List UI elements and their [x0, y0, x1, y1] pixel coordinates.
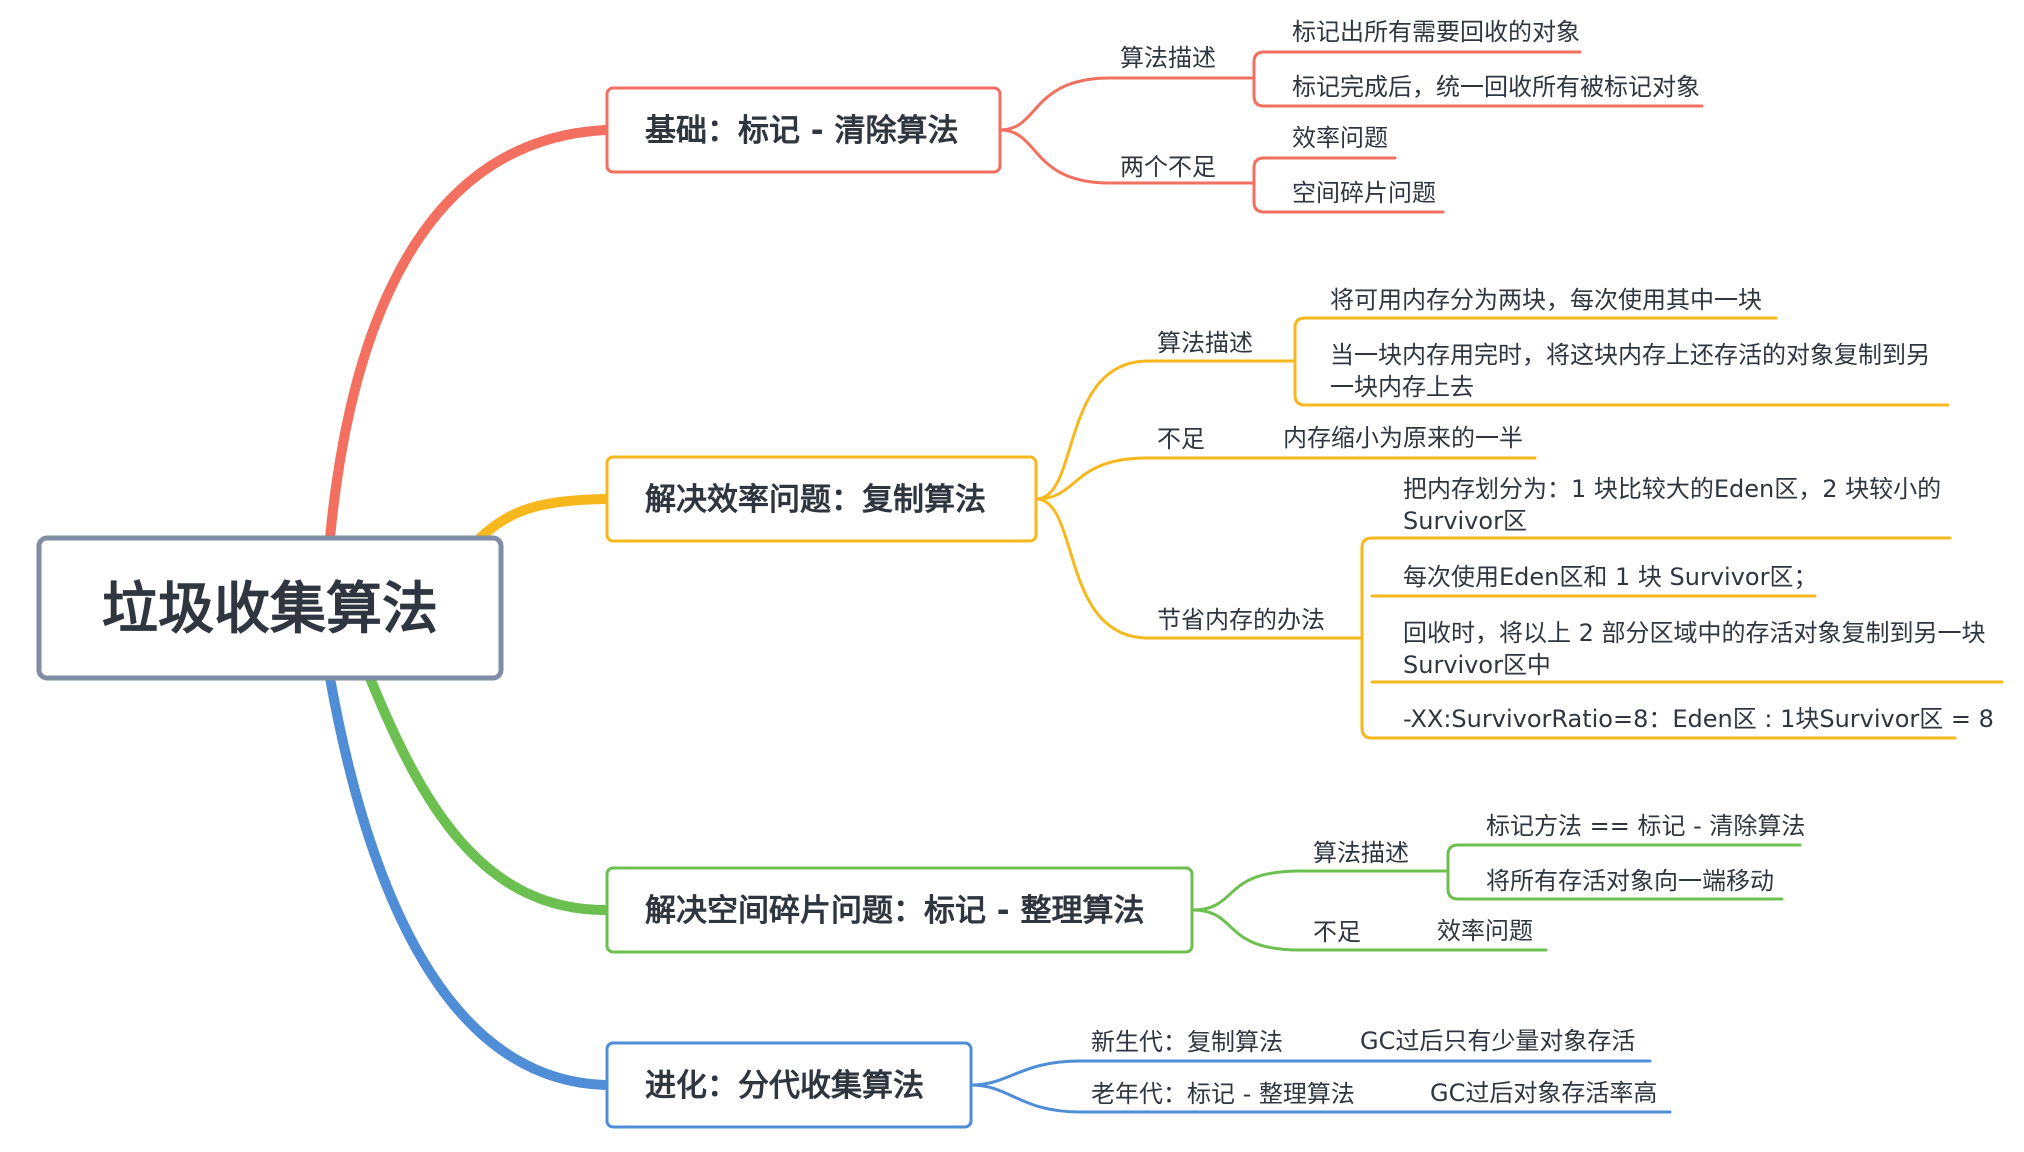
topic-node-mark-sweep[interactable]: 基础：标记 - 清除算法: [605, 86, 1002, 174]
leaf-node[interactable]: 空间碎片问题: [1292, 179, 1436, 207]
sub-link: [1190, 908, 1548, 952]
svg-text:GC过后对象存活率高: GC过后对象存活率高: [1430, 1079, 1657, 1107]
subtopic-old-generation[interactable]: 老年代：标记 - 整理算法: [1091, 1080, 1355, 1108]
svg-text:效率问题: 效率问题: [1437, 917, 1533, 945]
subtopic-deficiency[interactable]: 不足: [1313, 918, 1361, 946]
svg-text:每次使用Eden区和 1 块 Survivor区；: 每次使用Eden区和 1 块 Survivor区；: [1403, 563, 1817, 591]
leaf-node[interactable]: GC过后对象存活率高: [1430, 1079, 1657, 1107]
root-label: 垃圾收集算法: [102, 577, 438, 642]
svg-text:GC过后只有少量对象存活: GC过后只有少量对象存活: [1360, 1027, 1635, 1055]
svg-text:算法描述: 算法描述: [1313, 839, 1409, 867]
leaf-node[interactable]: 效率问题: [1292, 124, 1388, 152]
subtopic-memory-saving[interactable]: 节省内存的办法: [1157, 606, 1325, 634]
leaf-node[interactable]: 当一块内存用完时，将这块内存上还存活的对象复制到另一块内存上去: [1330, 341, 1930, 401]
svg-text:效率问题: 效率问题: [1292, 124, 1388, 152]
root-link-green: [365, 673, 610, 915]
subtopic-algorithm-description[interactable]: 算法描述: [1157, 329, 1253, 357]
sub-link: [969, 1059, 1652, 1087]
svg-text:算法描述: 算法描述: [1120, 44, 1216, 72]
svg-text:不足: 不足: [1313, 918, 1361, 946]
sub-link: [1034, 497, 1364, 640]
sub-link: [1190, 869, 1450, 912]
sub-link: [1034, 456, 1537, 501]
leaf-node[interactable]: 内存缩小为原来的一半: [1283, 424, 1523, 452]
svg-text:空间碎片问题: 空间碎片问题: [1292, 179, 1436, 207]
svg-text:标记出所有需要回收的对象: 标记出所有需要回收的对象: [1292, 18, 1580, 46]
sub-link: [1034, 359, 1297, 501]
topic-node-mark-compact[interactable]: 解决空间碎片问题：标记 - 整理算法: [605, 866, 1194, 954]
svg-text:-XX:SurvivorRatio=8：Eden区 : 1块: -XX:SurvivorRatio=8：Eden区 : 1块Survivor区 …: [1403, 705, 1994, 733]
svg-text:内存缩小为原来的一半: 内存缩小为原来的一半: [1283, 424, 1523, 452]
svg-text:两个不足: 两个不足: [1120, 153, 1216, 181]
bracket-connector: [1252, 50, 1266, 108]
topic-node-copying[interactable]: 解决效率问题：复制算法: [605, 455, 1038, 543]
topic-node-generational[interactable]: 进化：分代收集算法: [605, 1041, 973, 1129]
bracket-connector: [1446, 843, 1460, 901]
svg-text:将所有存活对象向一端移动: 将所有存活对象向一端移动: [1486, 867, 1774, 895]
leaf-node[interactable]: 标记完成后，统一回收所有被标记对象: [1292, 73, 1700, 101]
root-link-yellow: [475, 494, 610, 543]
sub-link: [998, 128, 1230, 185]
bracket-connector: [1293, 316, 1307, 407]
leaf-node[interactable]: 将可用内存分为两块，每次使用其中一块: [1330, 286, 1762, 314]
bracket-connector: [1360, 536, 1374, 740]
sub-link: [998, 76, 1230, 132]
leaf-node[interactable]: 标记方法 == 标记 - 清除算法: [1486, 812, 1805, 840]
svg-text:老年代：标记 - 整理算法: 老年代：标记 - 整理算法: [1091, 1080, 1355, 1108]
leaf-node[interactable]: GC过后只有少量对象存活: [1360, 1027, 1635, 1055]
svg-text:当一块内存用完时，将这块内存上还存活的对象复制到另一块内存上: 当一块内存用完时，将这块内存上还存活的对象复制到另一块内存上去: [1330, 341, 1930, 401]
subtopic-two-deficiencies[interactable]: 两个不足: [1120, 153, 1216, 181]
svg-text:标记方法 == 标记 - 清除算法: 标记方法 == 标记 - 清除算法: [1486, 812, 1805, 840]
svg-text:节省内存的办法: 节省内存的办法: [1157, 606, 1325, 634]
topic-label: 解决空间碎片问题：标记 - 整理算法: [645, 893, 1144, 929]
leaf-node[interactable]: 每次使用Eden区和 1 块 Survivor区；: [1403, 563, 1817, 591]
sub-link: [969, 1083, 1672, 1114]
root-node[interactable]: 垃圾收集算法: [36, 535, 504, 681]
bracket-connector: [1252, 156, 1266, 214]
topic-label: 基础：标记 - 清除算法: [645, 113, 958, 149]
root-link-blue: [325, 673, 610, 1090]
svg-text:标记完成后，统一回收所有被标记对象: 标记完成后，统一回收所有被标记对象: [1292, 73, 1700, 101]
svg-text:新生代：复制算法: 新生代：复制算法: [1091, 1028, 1283, 1056]
subtopic-young-generation[interactable]: 新生代：复制算法: [1091, 1028, 1283, 1056]
subtopic-algorithm-description[interactable]: 算法描述: [1120, 44, 1216, 72]
leaf-node[interactable]: 效率问题: [1437, 917, 1533, 945]
topic-label: 解决效率问题：复制算法: [645, 482, 986, 518]
svg-text:不足: 不足: [1157, 425, 1205, 453]
svg-text:算法描述: 算法描述: [1157, 329, 1253, 357]
svg-text:将可用内存分为两块，每次使用其中一块: 将可用内存分为两块，每次使用其中一块: [1330, 286, 1762, 314]
subtopic-algorithm-description[interactable]: 算法描述: [1313, 839, 1409, 867]
leaf-node[interactable]: 将所有存活对象向一端移动: [1486, 867, 1774, 895]
leaf-node[interactable]: 标记出所有需要回收的对象: [1292, 18, 1580, 46]
topic-label: 进化：分代收集算法: [645, 1068, 924, 1104]
subtopic-deficiency[interactable]: 不足: [1157, 425, 1205, 453]
leaf-node[interactable]: -XX:SurvivorRatio=8：Eden区 : 1块Survivor区 …: [1403, 705, 1994, 733]
root-link-red: [325, 125, 610, 543]
